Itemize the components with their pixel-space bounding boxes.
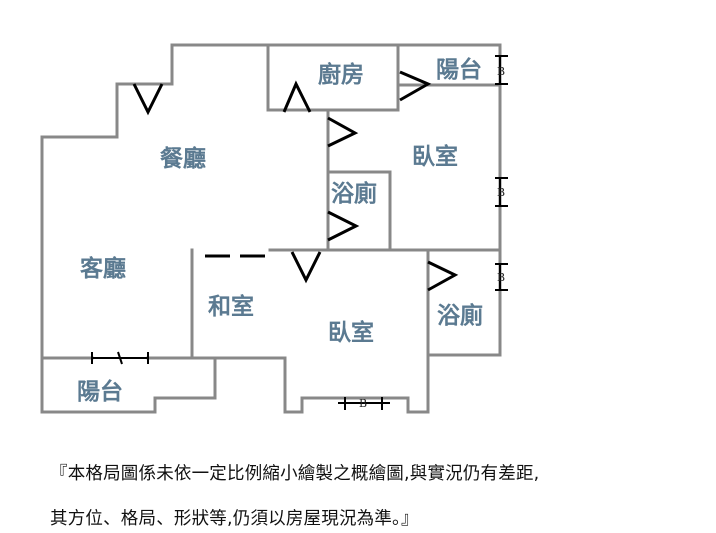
room-label-dining: 餐廳 [160,145,206,172]
window-frame [117,351,123,365]
floor-plan: B B B B 餐廳 客廳 廚房 陽台 臥室 浴廁 浴廁 和室 臥室 陽台 [40,43,508,414]
window-mark-b: B [497,65,505,78]
door-swing [399,70,432,102]
window-mark-b: B [497,271,505,284]
room-label-bath-right: 浴廁 [437,302,483,329]
room-label-bedroom-bottom: 臥室 [328,319,374,346]
room-label-kitchen: 廚房 [318,61,364,88]
outer-wall [40,135,217,414]
room-label-living: 客廳 [80,255,126,282]
disclaimer-line-2: 其方位、格局、形狀等,仍須以房屋現況為準。』 [50,509,419,529]
door-swing [132,83,164,116]
room-label-balcony-bottom: 陽台 [77,378,123,405]
door-swing [327,116,359,148]
window-mark-b: B [359,397,367,410]
kitchen-wall [266,43,400,112]
room-label-bath-middle: 浴廁 [331,180,377,207]
room-label-japanese: 和室 [208,293,254,320]
outer-wall-right [283,108,502,414]
window-mark-b: B [497,186,505,199]
room-label-balcony-top: 陽台 [436,56,482,83]
door-swing [282,80,312,113]
japanese-room-top [268,248,430,357]
disclaimer-line-1: 『本格局圖係未依一定比例縮小繪製之概繪圖,與實況仍有差距, [50,464,540,484]
door-swing [327,210,360,242]
door-swing [427,260,459,292]
bedroom-top-wall [326,108,392,252]
outer-wall-top [40,43,502,139]
room-label-bedroom-top: 臥室 [412,143,458,170]
door-swing [290,251,322,284]
